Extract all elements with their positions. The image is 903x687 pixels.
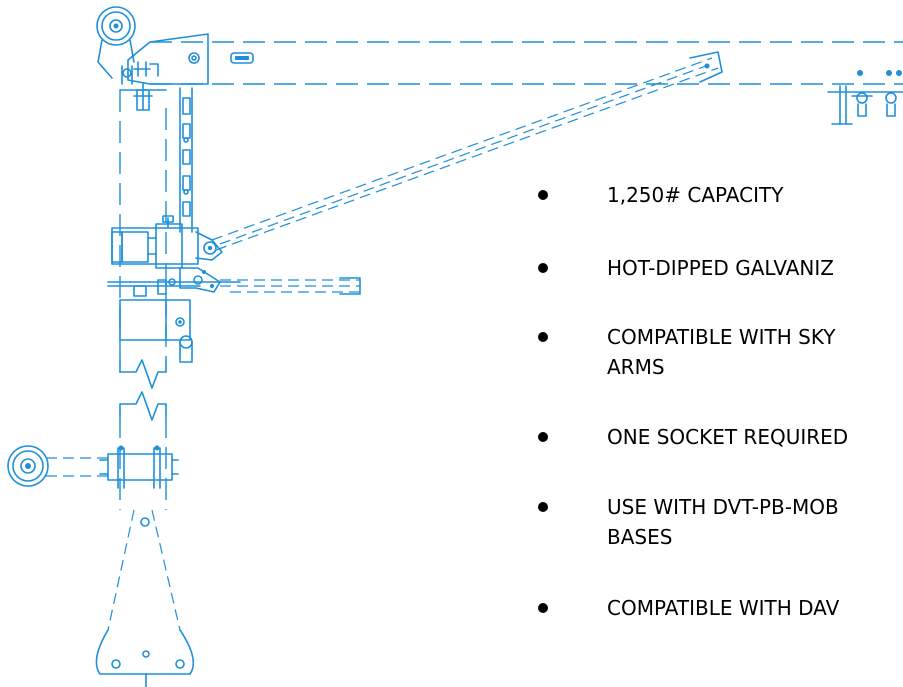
lower-mast bbox=[119, 416, 167, 510]
boom-end-hanger bbox=[827, 70, 903, 125]
top-pulley-icon bbox=[96, 6, 136, 85]
top-boom bbox=[150, 41, 903, 85]
base-foot-plate bbox=[95, 509, 195, 687]
diagonal-brace bbox=[195, 51, 723, 261]
mast-post bbox=[119, 83, 167, 360]
break-symbol bbox=[119, 359, 167, 421]
hinge-lug bbox=[179, 267, 221, 293]
lower-stub-arm bbox=[107, 277, 361, 297]
mast-sleeve bbox=[119, 299, 193, 363]
top-bracket bbox=[133, 61, 159, 77]
adjustment-channel bbox=[179, 87, 193, 233]
side-pulley-icon bbox=[7, 445, 108, 487]
clamp-block bbox=[111, 215, 199, 269]
boom-head-plate bbox=[127, 33, 254, 85]
lower-clamp bbox=[99, 445, 179, 489]
